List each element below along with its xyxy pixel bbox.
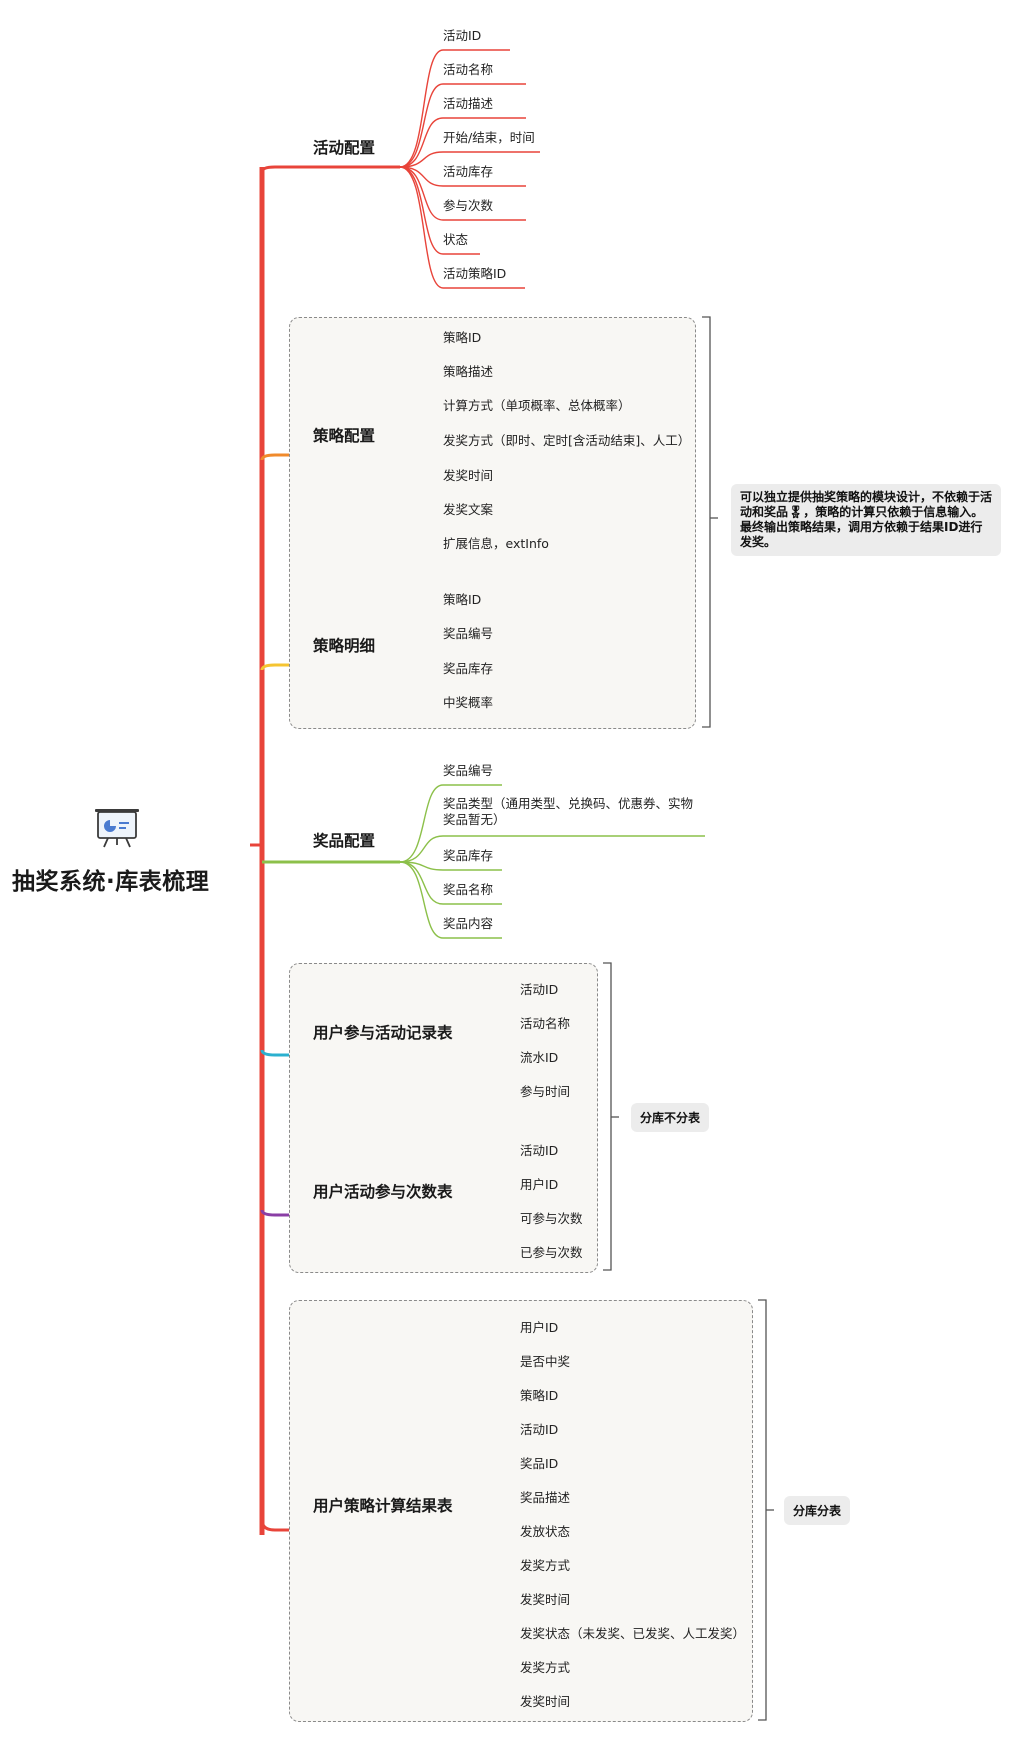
root-title[interactable]: 抽奖系统·库表梳理: [12, 869, 210, 895]
leaf-result-grant-date[interactable]: 发奖时间: [520, 1592, 571, 1607]
leaf-prize-name[interactable]: 奖品名称: [443, 882, 494, 897]
leaf-detail-prize-rate[interactable]: 中奖概率: [443, 695, 494, 710]
summary-bracket-strategy: [702, 316, 718, 728]
topic-user-take[interactable]: 用户参与活动记录表: [313, 1024, 453, 1042]
leaf-prize-id[interactable]: 奖品编号: [443, 763, 494, 778]
leaf-result-grant-date-2[interactable]: 发奖时间: [520, 1694, 571, 1709]
topic-strategy[interactable]: 策略配置: [313, 427, 376, 445]
summary-bracket-sharding-db: [603, 962, 619, 1271]
leaf-strategy-desc[interactable]: 策略描述: [443, 364, 494, 379]
boundary-user-result: [289, 1300, 753, 1722]
leaf-activity-name[interactable]: 活动名称: [443, 62, 494, 77]
boundary-strategy: [289, 317, 696, 729]
presentation-board-icon: [93, 805, 141, 851]
leaf-count-left[interactable]: 已参与次数: [520, 1245, 583, 1260]
leaf-result-prize-id[interactable]: 奖品ID: [520, 1456, 559, 1471]
leaf-detail-strategy-id[interactable]: 策略ID: [443, 592, 482, 607]
leaf-strategy-grant-text[interactable]: 发奖文案: [443, 502, 494, 517]
leaf-prize-content[interactable]: 奖品内容: [443, 916, 494, 931]
leaf-result-user-id[interactable]: 用户ID: [520, 1320, 559, 1335]
leaf-strategy-ext-info[interactable]: 扩展信息，extInfo: [443, 536, 549, 551]
leaf-count-activity-id[interactable]: 活动ID: [520, 1143, 559, 1158]
leaf-take-activity-id[interactable]: 活动ID: [520, 982, 559, 997]
summary-strategy-note[interactable]: 可以独立提供抽奖策略的模块设计，不依赖于活动和奖品🎖，策略的计算只依赖于信息输入…: [731, 484, 1001, 556]
leaf-activity-id[interactable]: 活动ID: [443, 28, 482, 43]
leaf-activity-state[interactable]: 状态: [443, 232, 469, 247]
leaf-activity-time[interactable]: 开始/结束，时间: [443, 130, 535, 145]
summary-bracket-sharding-db-table: [758, 1299, 774, 1721]
leaf-take-activity-name[interactable]: 活动名称: [520, 1016, 571, 1031]
leaf-activity-count[interactable]: 参与次数: [443, 198, 494, 213]
topic-user-count[interactable]: 用户活动参与次数表: [313, 1183, 453, 1201]
leaf-activity-strategy-id[interactable]: 活动策略ID: [443, 266, 507, 281]
leaf-detail-prize-stock[interactable]: 奖品库存: [443, 661, 494, 676]
leaf-result-grant-type-2[interactable]: 发奖方式: [520, 1660, 571, 1675]
summary-sharding-db[interactable]: 分库不分表: [631, 1103, 710, 1132]
leaf-strategy-grant-type[interactable]: 发奖方式（即时、定时[含活动结束]、人工）: [443, 433, 691, 448]
leaf-result-strategy-id[interactable]: 策略ID: [520, 1388, 559, 1403]
summary-sharding-db-table[interactable]: 分库分表: [784, 1496, 851, 1525]
leaf-prize-type[interactable]: 奖品类型（通用类型、兑换码、优惠券、实物奖品暂无）: [443, 796, 694, 827]
leaf-count-total[interactable]: 可参与次数: [520, 1211, 583, 1226]
boundary-user-records: [289, 963, 598, 1273]
topic-prize[interactable]: 奖品配置: [313, 832, 376, 850]
leaf-activity-desc[interactable]: 活动描述: [443, 96, 494, 111]
topic-user-result[interactable]: 用户策略计算结果表: [313, 1497, 453, 1515]
leaf-activity-stock[interactable]: 活动库存: [443, 164, 494, 179]
leaf-result-prize-desc[interactable]: 奖品描述: [520, 1490, 571, 1505]
leaf-strategy-mode[interactable]: 计算方式（单项概率、总体概率）: [443, 398, 631, 413]
leaf-result-grant-status[interactable]: 发奖状态（未发奖、已发奖、人工发奖）: [520, 1626, 746, 1641]
fan-activity: [399, 49, 540, 289]
topic-strategy-detail[interactable]: 策略明细: [313, 637, 376, 655]
leaf-strategy-grant-date[interactable]: 发奖时间: [443, 468, 494, 483]
leaf-result-grant-state[interactable]: 发放状态: [520, 1524, 571, 1539]
leaf-count-user-id[interactable]: 用户ID: [520, 1177, 559, 1192]
leaf-prize-stock[interactable]: 奖品库存: [443, 848, 494, 863]
leaf-result-activity-id[interactable]: 活动ID: [520, 1422, 559, 1437]
leaf-result-grant-type[interactable]: 发奖方式: [520, 1558, 571, 1573]
leaf-take-serial-id[interactable]: 流水ID: [520, 1050, 559, 1065]
leaf-strategy-id[interactable]: 策略ID: [443, 330, 482, 345]
leaf-take-time[interactable]: 参与时间: [520, 1084, 571, 1099]
leaf-result-is-win[interactable]: 是否中奖: [520, 1354, 571, 1369]
leaf-detail-prize-id[interactable]: 奖品编号: [443, 626, 494, 641]
fan-prize: [399, 784, 705, 939]
topic-activity[interactable]: 活动配置: [313, 139, 376, 157]
